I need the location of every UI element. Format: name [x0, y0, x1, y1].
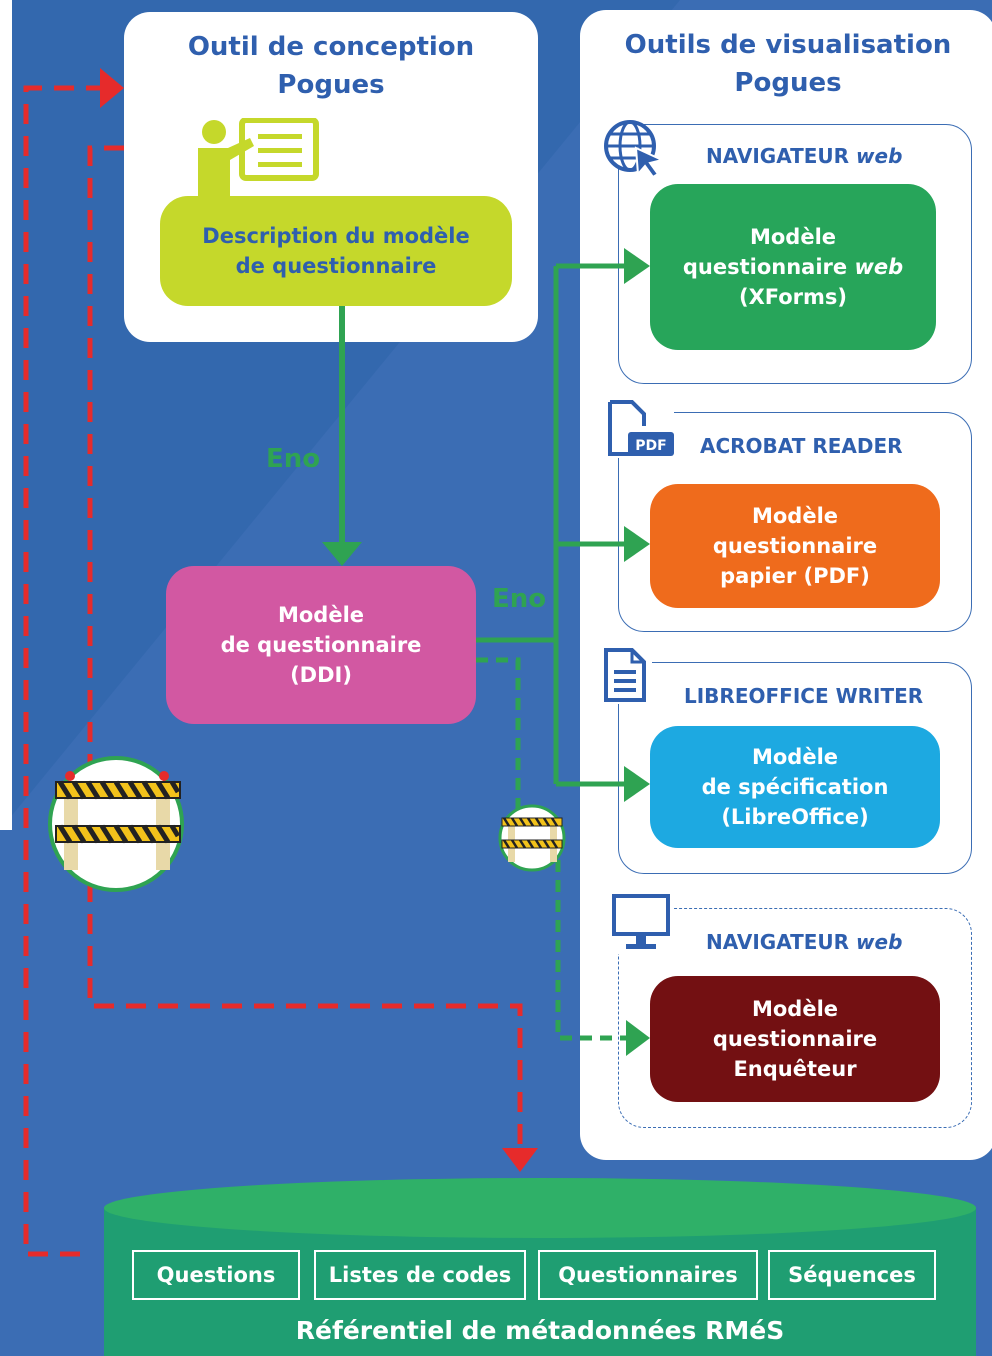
arrowhead-interviewer: [626, 1020, 650, 1056]
web-browser-label-italic: web: [856, 144, 903, 168]
arrow-red-outer-loop: [23, 85, 104, 1257]
libreoffice-box: Modèle de spécification (LibreOffice): [650, 726, 940, 848]
pdf-line2: questionnaire: [712, 534, 878, 558]
arrowhead-pdf: [624, 526, 650, 562]
pdf-line3: papier (PDF): [720, 564, 870, 588]
repository-item-sequences: Séquences: [768, 1250, 936, 1300]
barrier-icon-small: [498, 804, 566, 872]
barrier-icon-large: [48, 756, 184, 892]
xforms-line1: Modèle: [749, 225, 837, 249]
ddi-box: Modèle de questionnaire (DDI): [166, 566, 476, 724]
globe-cursor-icon: [604, 120, 665, 178]
ddi-line2: de questionnaire: [220, 633, 422, 657]
description-line1: Description du modèle: [202, 224, 470, 248]
description-line2: de questionnaire: [235, 254, 437, 278]
design-tool-title-line1: Outil de conception: [187, 32, 475, 62]
design-tool-title: Outil de conception Pogues: [124, 28, 538, 104]
visualization-title-line2: Pogues: [734, 68, 842, 98]
pdf-file-icon: PDF: [606, 400, 674, 458]
xforms-line2-text: questionnaire: [682, 255, 848, 279]
monitor-icon: [608, 892, 674, 954]
arrow-ddi-to-interviewer: [476, 657, 630, 1041]
eno-label-vertical: Eno: [266, 444, 321, 474]
arrowhead-red-top: [100, 68, 124, 108]
repository-cylinder: [104, 1178, 976, 1356]
libreoffice-line3: (LibreOffice): [721, 805, 869, 829]
xforms-box: Modèle questionnaire web (XForms): [650, 184, 936, 350]
interviewer-label: NAVIGATEUR web: [706, 930, 902, 954]
repository-item-questions: Questions: [132, 1250, 300, 1300]
xforms-line2: questionnaire web: [683, 252, 903, 282]
interviewer-line3: Enquêteur: [733, 1057, 857, 1081]
arrow-red-inner: [87, 145, 523, 1150]
arrowhead-libreoffice: [624, 766, 650, 802]
repository-title: Référentiel de métadonnées RMéS: [295, 1316, 785, 1345]
arrowhead-xforms: [624, 248, 650, 284]
design-tool-title-line2: Pogues: [277, 70, 385, 100]
pdf-line1: Modèle: [751, 504, 839, 528]
interviewer-line1: Modèle: [751, 997, 839, 1021]
acrobat-label: ACROBAT READER: [700, 434, 903, 458]
xforms-line3: (XForms): [738, 285, 848, 309]
visualization-title-line1: Outils de visualisation: [624, 30, 952, 60]
libreoffice-line1: Modèle: [751, 745, 839, 769]
visualization-title: Outils de visualisation Pogues: [580, 26, 992, 102]
libreoffice-line2: de spécification: [701, 775, 889, 799]
description-box: Description du modèle de questionnaire: [160, 196, 512, 306]
pdf-icon-text: PDF: [635, 438, 666, 454]
interviewer-label-text: NAVIGATEUR: [706, 930, 850, 954]
libreoffice-label: LIBREOFFICE WRITER: [684, 684, 924, 708]
arrowhead-red-db: [502, 1148, 538, 1172]
interviewer-label-italic: web: [856, 930, 903, 954]
interviewer-line2: questionnaire: [712, 1027, 878, 1051]
interviewer-box: Modèle questionnaire Enquêteur: [650, 976, 940, 1102]
ddi-line1: Modèle: [277, 603, 365, 627]
repository-item-code-lists: Listes de codes: [314, 1250, 526, 1300]
presenter-icon: [198, 118, 319, 204]
repository-item-questionnaires: Questionnaires: [538, 1250, 758, 1300]
web-browser-label-text: NAVIGATEUR: [706, 144, 850, 168]
arrowhead-ddi: [322, 542, 362, 566]
eno-label-horizontal: Eno: [492, 584, 547, 614]
pdf-box: Modèle questionnaire papier (PDF): [650, 484, 940, 608]
xforms-line2-italic: web: [854, 255, 904, 279]
ddi-line3: (DDI): [290, 663, 352, 687]
web-browser-label: NAVIGATEUR web: [706, 144, 902, 168]
document-icon: [600, 646, 652, 704]
